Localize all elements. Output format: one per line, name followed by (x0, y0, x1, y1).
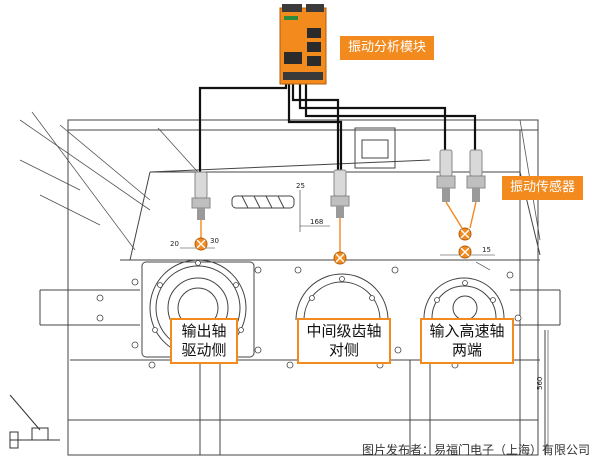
label-input-shaft-line1: 输入高速轴 (429, 322, 505, 340)
callout-vibration-sensor: 振动传感器 (502, 176, 584, 200)
drain-valve (9, 394, 60, 449)
sensor-input-shaft-b (466, 149, 486, 202)
label-output-shaft: 输出轴 驱动侧 (170, 318, 238, 364)
dim-560: 560 (536, 377, 544, 390)
mount-marker-input-b (458, 245, 472, 259)
vent-grille (231, 195, 295, 209)
dim-20: 20 (170, 240, 179, 248)
image-credit: 图片发布者：易福门电子（上海）有限公司 (361, 443, 590, 457)
mount-marker-output (194, 237, 208, 251)
mount-marker-input-a (458, 227, 472, 241)
label-intermediate-shaft: 中间级齿轴 对侧 (297, 318, 391, 364)
sensor-input-shaft-a (436, 149, 456, 202)
dim-168: 168 (310, 218, 323, 226)
sensor-cables (198, 82, 477, 172)
label-input-shaft: 输入高速轴 两端 (420, 318, 514, 364)
callout-vibration-module: 振动分析模块 (340, 36, 435, 60)
dim-25: 25 (296, 182, 305, 190)
label-input-shaft-line2: 两端 (451, 341, 482, 359)
mount-markers (194, 227, 472, 265)
cover-bolts (152, 260, 496, 333)
gearbox-housing (39, 119, 561, 456)
dim-15: 15 (482, 246, 491, 254)
label-intermediate-shaft-line1: 中间级齿轴 (306, 322, 382, 340)
label-output-shaft-line1: 输出轴 (181, 322, 227, 340)
dimension-lines (180, 190, 549, 455)
mount-marker-intermediate (333, 251, 347, 265)
mount-stems (200, 201, 477, 252)
dim-30: 30 (210, 237, 219, 245)
sensor-intermediate-shaft (330, 169, 350, 218)
label-output-shaft-line2: 驱动侧 (181, 341, 227, 359)
label-intermediate-shaft-line2: 对侧 (328, 341, 359, 359)
sensor-output-shaft (191, 171, 211, 220)
vibration-module (279, 4, 327, 85)
